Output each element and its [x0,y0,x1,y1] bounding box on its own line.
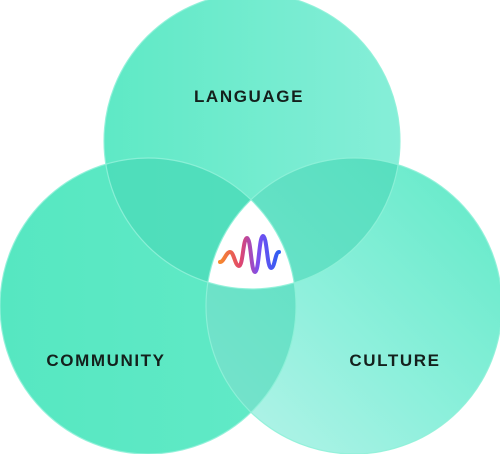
label-language: LANGUAGE [194,87,304,106]
overlap-language-community [104,158,296,289]
overlap-language-culture [206,158,400,289]
waveform-logo-icon [218,234,281,274]
label-culture: CULTURE [349,351,440,370]
label-community: COMMUNITY [46,351,165,370]
